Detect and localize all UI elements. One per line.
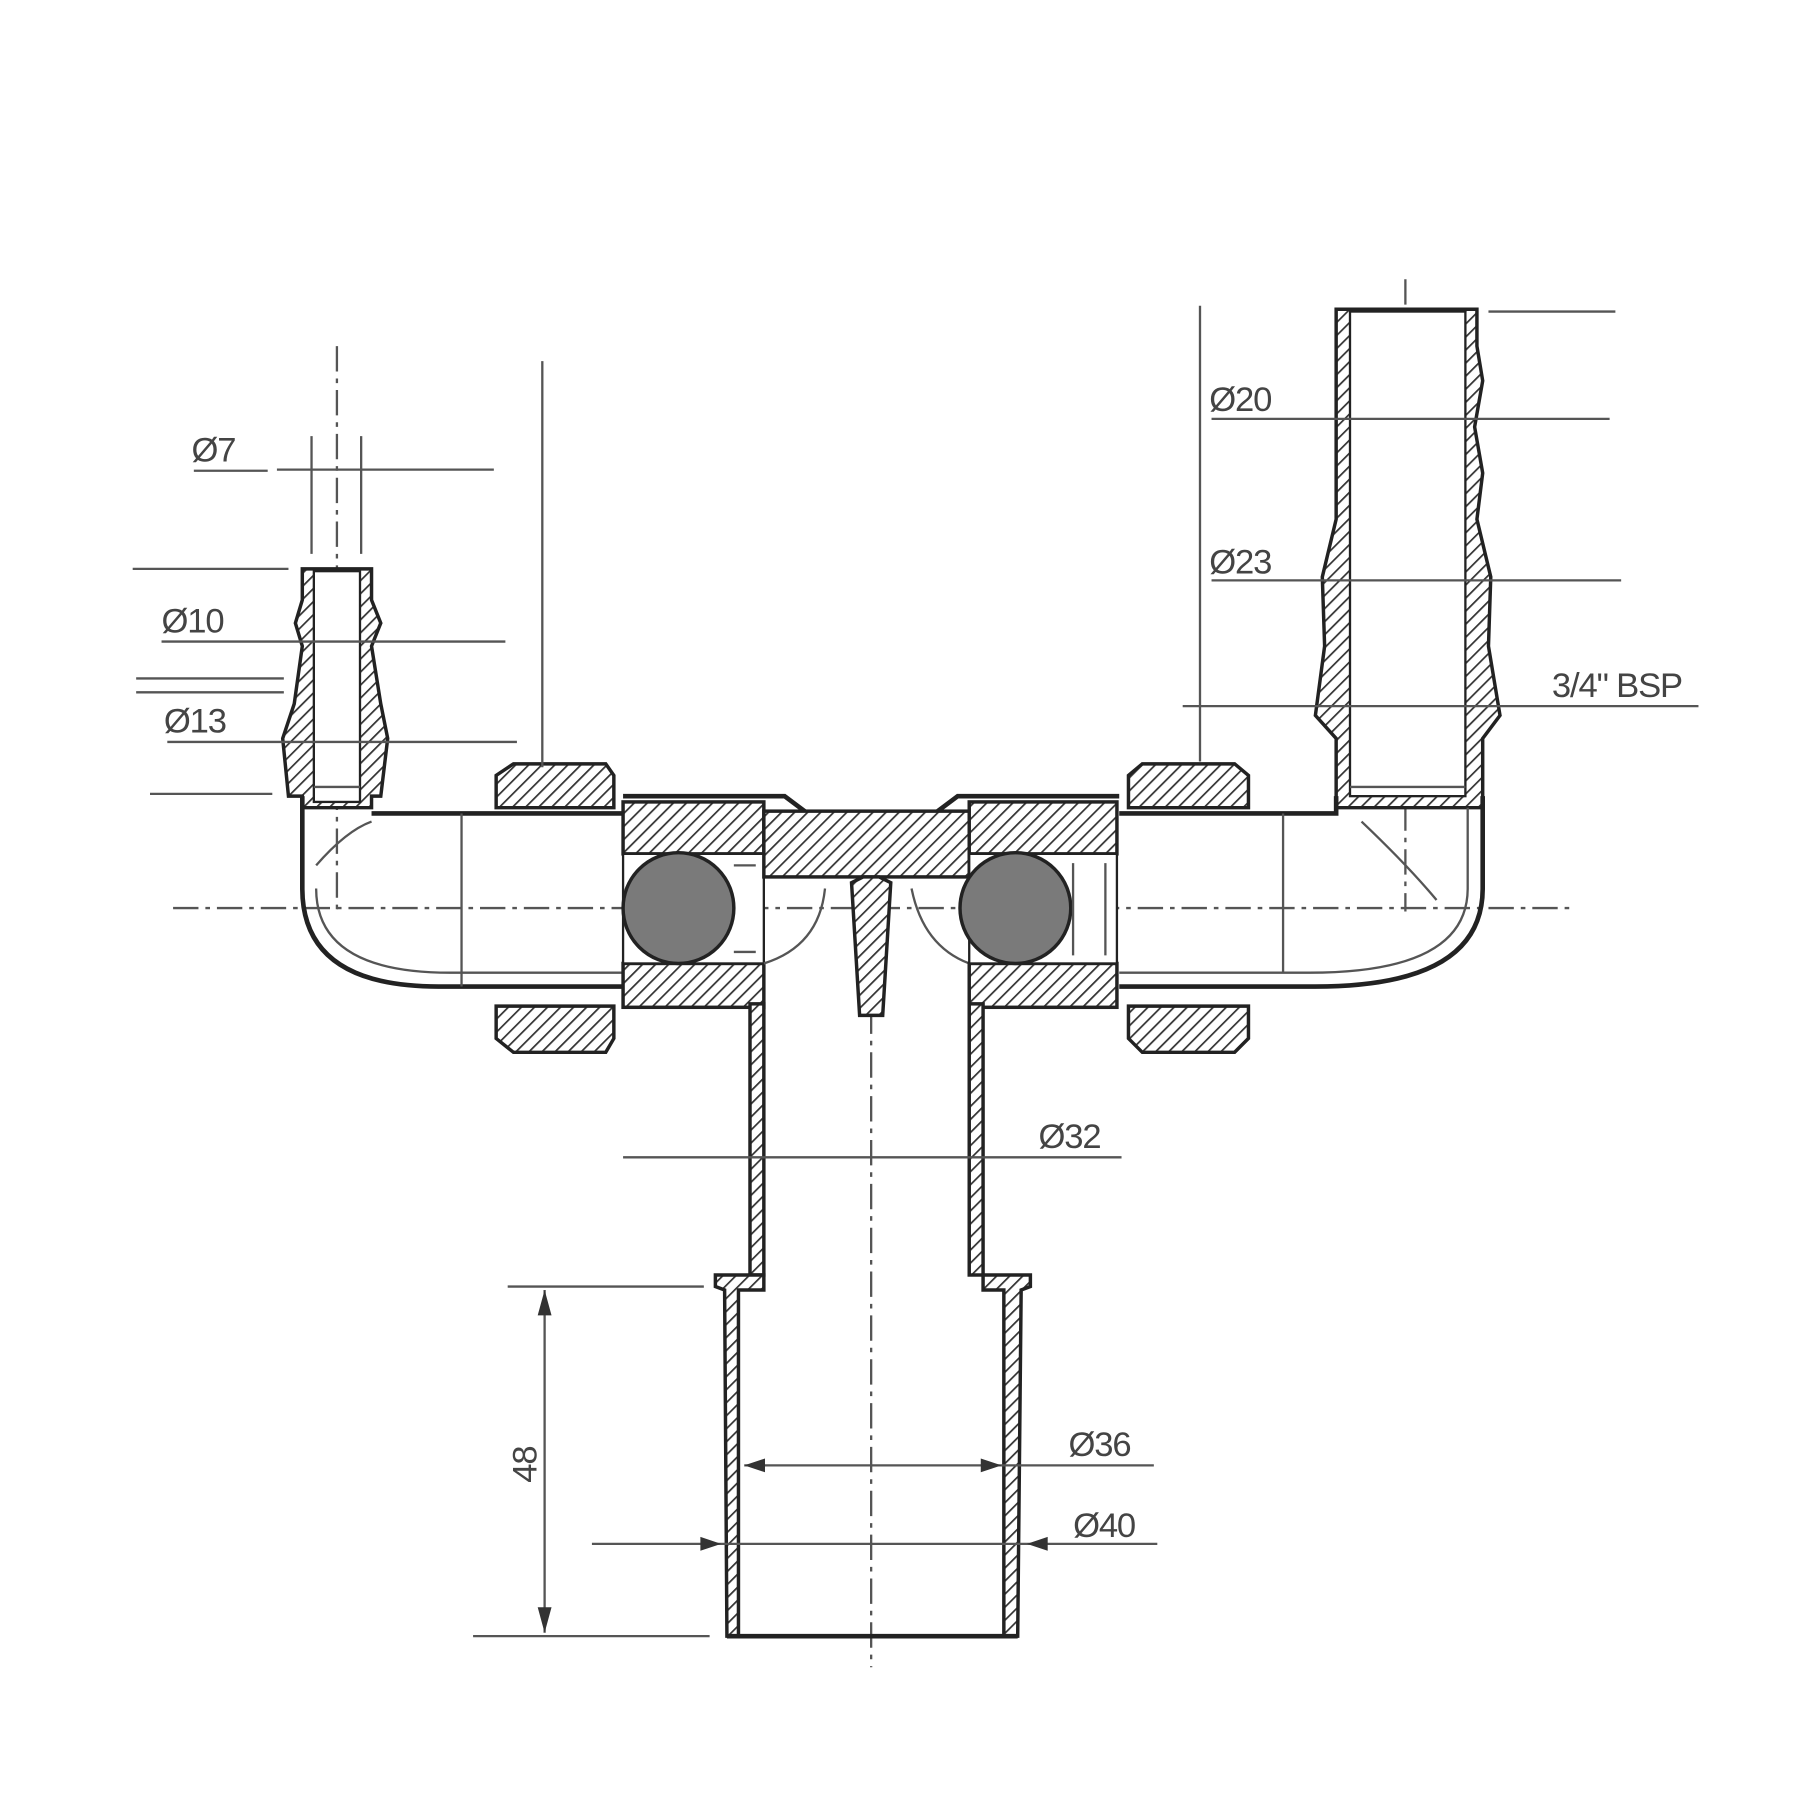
left-hose-tail [280, 567, 624, 989]
outlet-stem [748, 1002, 985, 1277]
dim-length-48: 48 [507, 1446, 545, 1482]
dim-diameter-40: Ø40 [1073, 1507, 1135, 1545]
dim-diameter-36: Ø36 [1068, 1426, 1130, 1464]
dim-diameter-23: Ø23 [1209, 543, 1271, 581]
right-hose-tail [1119, 307, 1502, 989]
right-ball [958, 850, 1073, 966]
dimension-labels: Ø7 Ø10 Ø13 Ø20 Ø23 3/4" BSP Ø32 Ø36 Ø40 … [162, 381, 1684, 1545]
dim-diameter-20: Ø20 [1209, 381, 1271, 419]
dimension-lines [132, 305, 1699, 1638]
outlet-socket [713, 1273, 1033, 1639]
left-valve-body [621, 800, 766, 1010]
dim-diameter-13: Ø13 [164, 703, 226, 741]
center-body [623, 793, 1120, 1018]
dim-diameter-10: Ø10 [162, 602, 224, 640]
left-union-nut [494, 762, 616, 1055]
right-union-nut [1126, 762, 1251, 1055]
right-valve-body [958, 800, 1119, 1010]
dim-thread-bsp: 3/4" BSP [1552, 667, 1682, 705]
dim-diameter-32: Ø32 [1038, 1118, 1100, 1156]
dim-diameter-7: Ø7 [192, 432, 236, 470]
left-ball [621, 850, 736, 966]
